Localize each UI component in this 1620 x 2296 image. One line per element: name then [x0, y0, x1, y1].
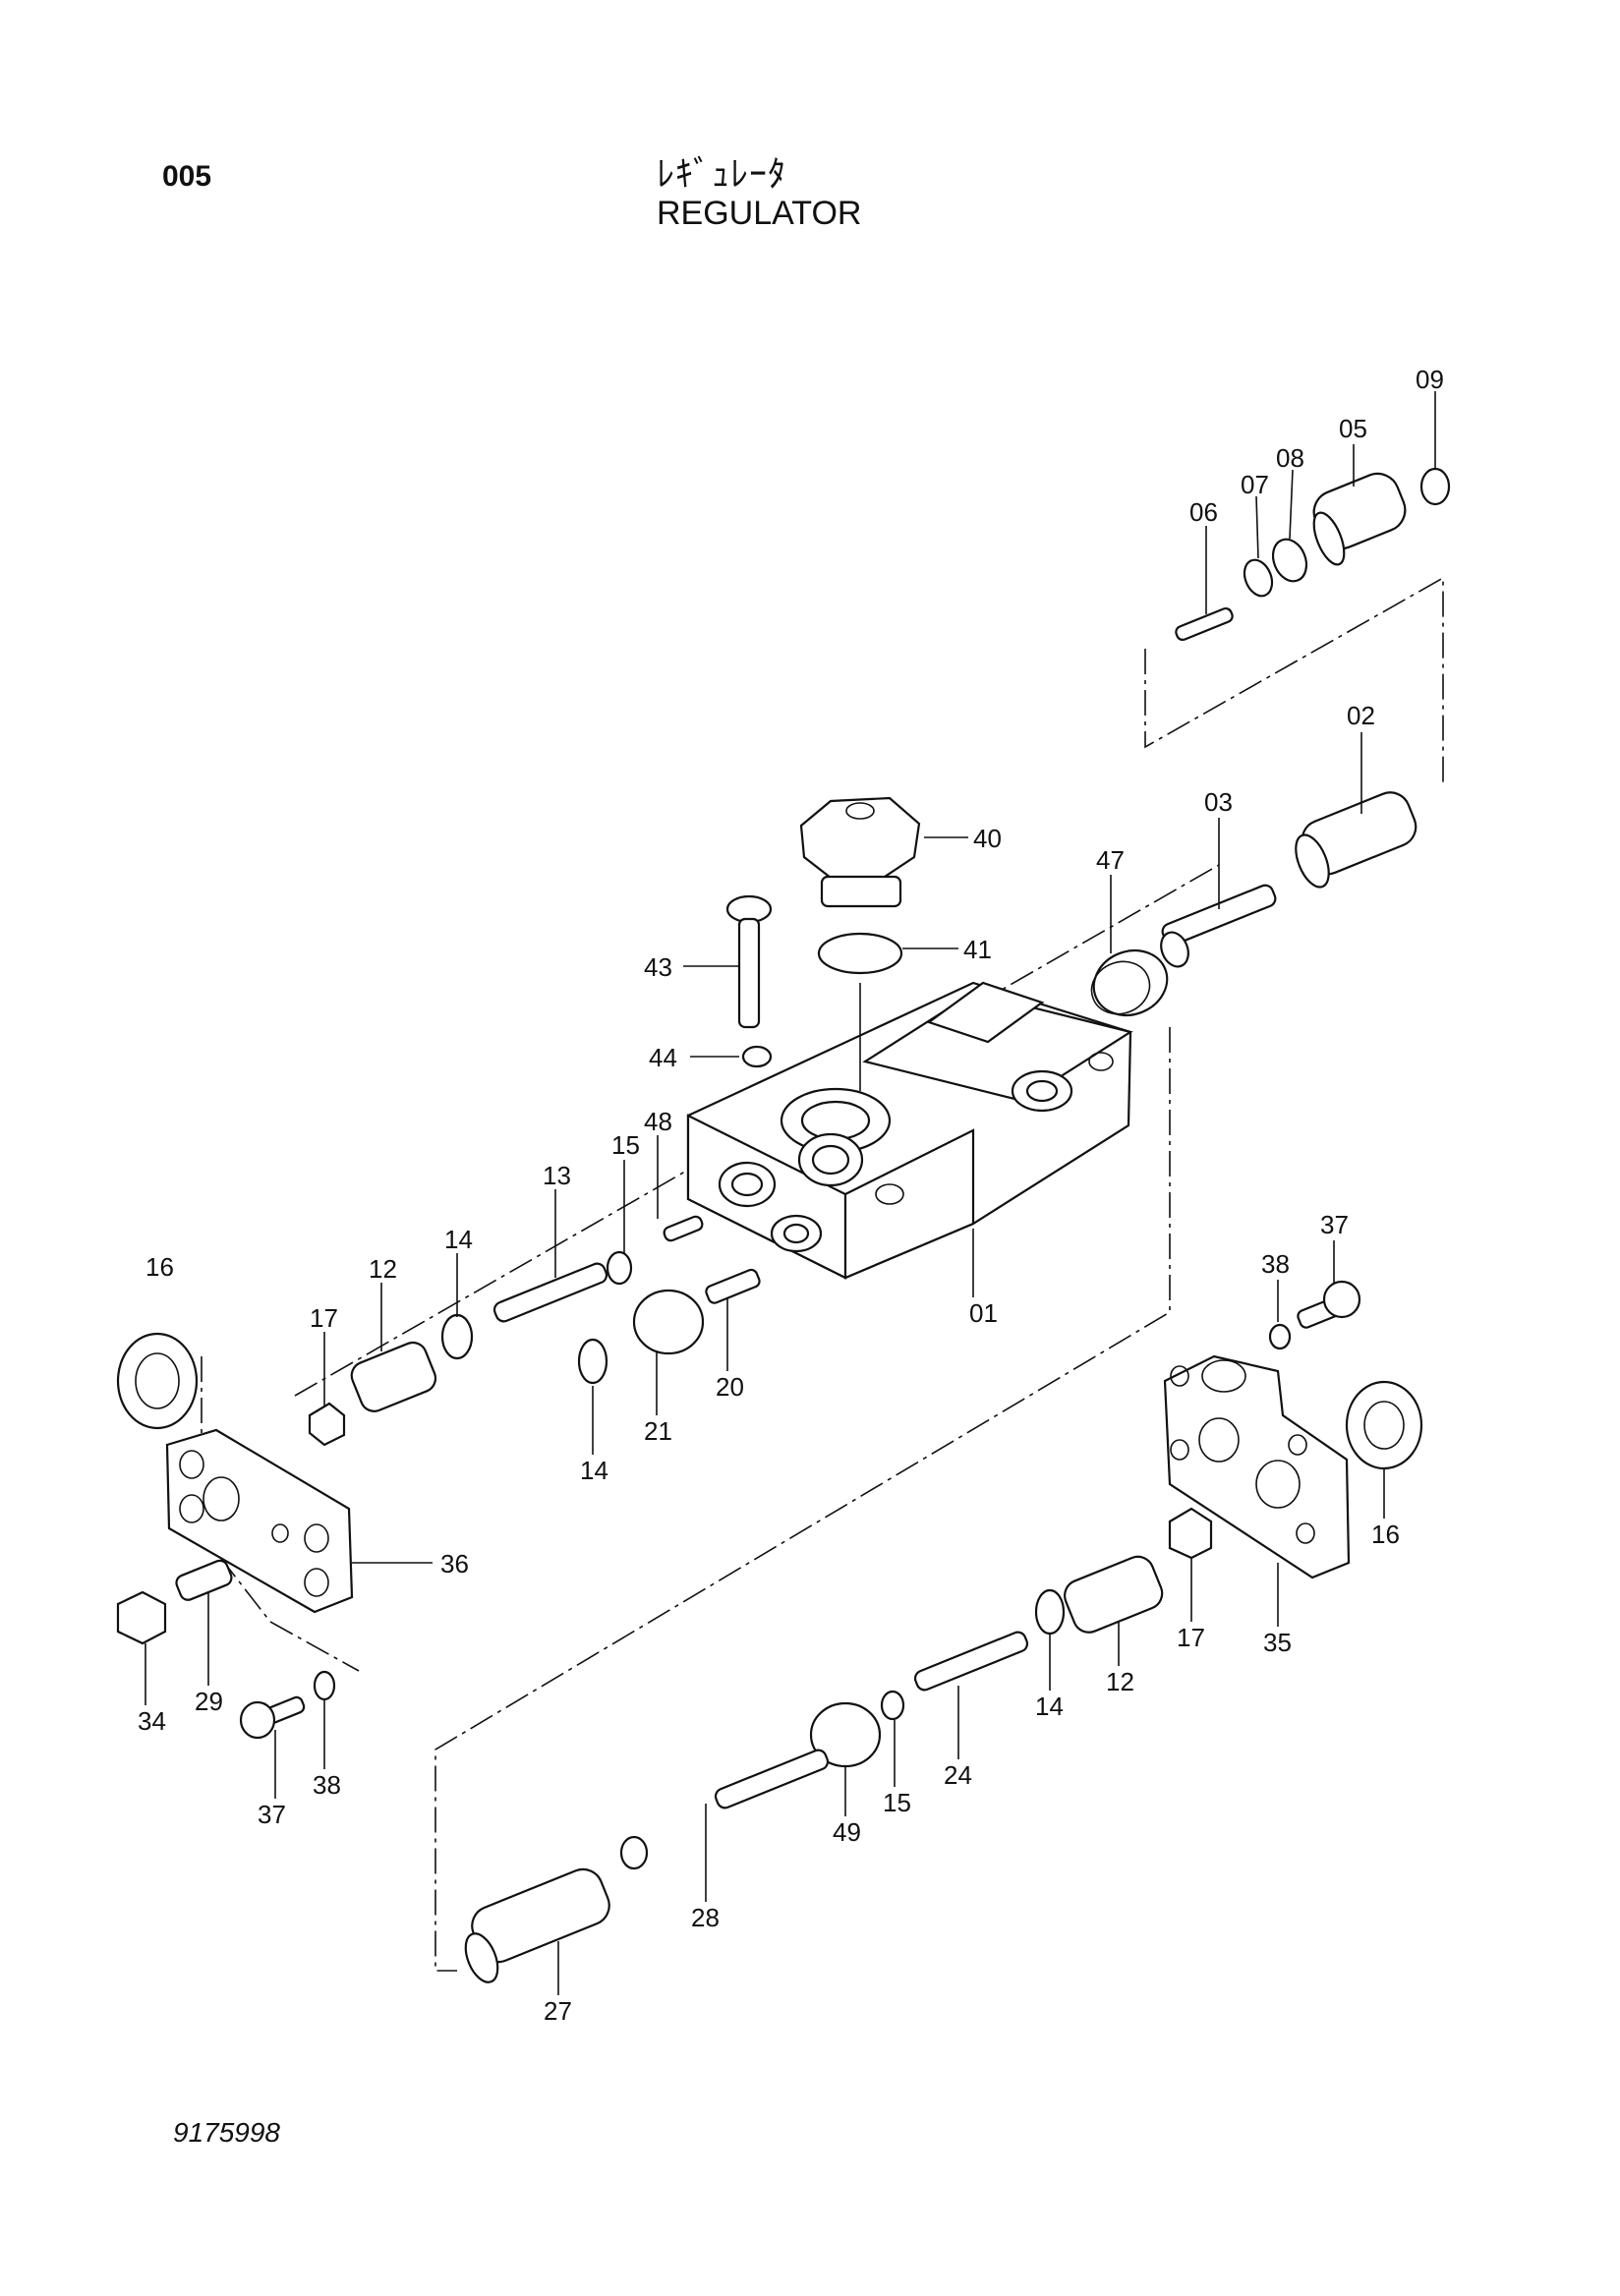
callout-17: 17 [310, 1303, 338, 1333]
cover-plate-left [116, 1428, 354, 1740]
callout-09: 09 [1416, 365, 1444, 394]
callout-20: 20 [716, 1372, 744, 1402]
callout-14: 14 [1035, 1692, 1064, 1721]
callout-47: 47 [1096, 845, 1125, 875]
callout-37: 37 [1320, 1210, 1349, 1239]
spool-group-lower [464, 1631, 1029, 1983]
callout-21: 21 [644, 1416, 672, 1446]
callout-16: 16 [145, 1252, 174, 1282]
callout-24: 24 [944, 1760, 972, 1790]
callout-16: 16 [1371, 1520, 1400, 1549]
regulator-body [686, 981, 1133, 1280]
callout-28: 28 [691, 1903, 720, 1932]
spool-sleeve-group [1090, 467, 1451, 1017]
callout-02: 02 [1347, 701, 1375, 730]
callout-05: 05 [1339, 414, 1367, 443]
title-japanese: ﾚｷﾞｭﾚｰﾀ [657, 154, 786, 195]
callout-12: 12 [369, 1254, 397, 1284]
callout-48: 48 [644, 1107, 672, 1136]
callout-27: 27 [544, 1996, 572, 2026]
callout-49: 49 [833, 1817, 861, 1847]
callout-06: 06 [1189, 497, 1218, 527]
callout-leader-lines [145, 391, 1436, 1995]
plug-and-bolt-group [725, 796, 921, 1068]
page-number: 005 [162, 160, 212, 193]
adjusting-screw-group-left [116, 1215, 761, 1447]
callout-08: 08 [1276, 443, 1304, 473]
callout-34: 34 [138, 1706, 166, 1736]
callout-15: 15 [611, 1130, 640, 1160]
callout-14: 14 [580, 1456, 608, 1485]
callout-38: 38 [313, 1770, 341, 1800]
callout-03: 03 [1204, 787, 1233, 817]
callout-12: 12 [1106, 1667, 1134, 1696]
callout-14: 14 [444, 1225, 473, 1254]
callout-38: 38 [1261, 1249, 1290, 1279]
title-english: REGULATOR [657, 195, 862, 232]
callout-13: 13 [543, 1161, 571, 1190]
callout-labels: 09 05 08 07 06 02 03 40 47 41 43 44 48 1… [138, 365, 1444, 2026]
callout-01: 01 [969, 1298, 998, 1328]
callout-29: 29 [195, 1687, 223, 1716]
callout-07: 07 [1241, 470, 1269, 499]
callout-15: 15 [883, 1788, 911, 1817]
callout-43: 43 [644, 952, 672, 982]
cover-plate-right [1034, 1280, 1423, 1636]
callout-37: 37 [258, 1800, 286, 1829]
callout-17: 17 [1177, 1623, 1205, 1652]
callout-44: 44 [649, 1043, 677, 1072]
callout-40: 40 [973, 824, 1002, 853]
drawing-code: 9175998 [173, 2117, 281, 2148]
callout-35: 35 [1263, 1628, 1292, 1657]
callout-36: 36 [440, 1549, 469, 1578]
callout-41: 41 [963, 935, 992, 964]
